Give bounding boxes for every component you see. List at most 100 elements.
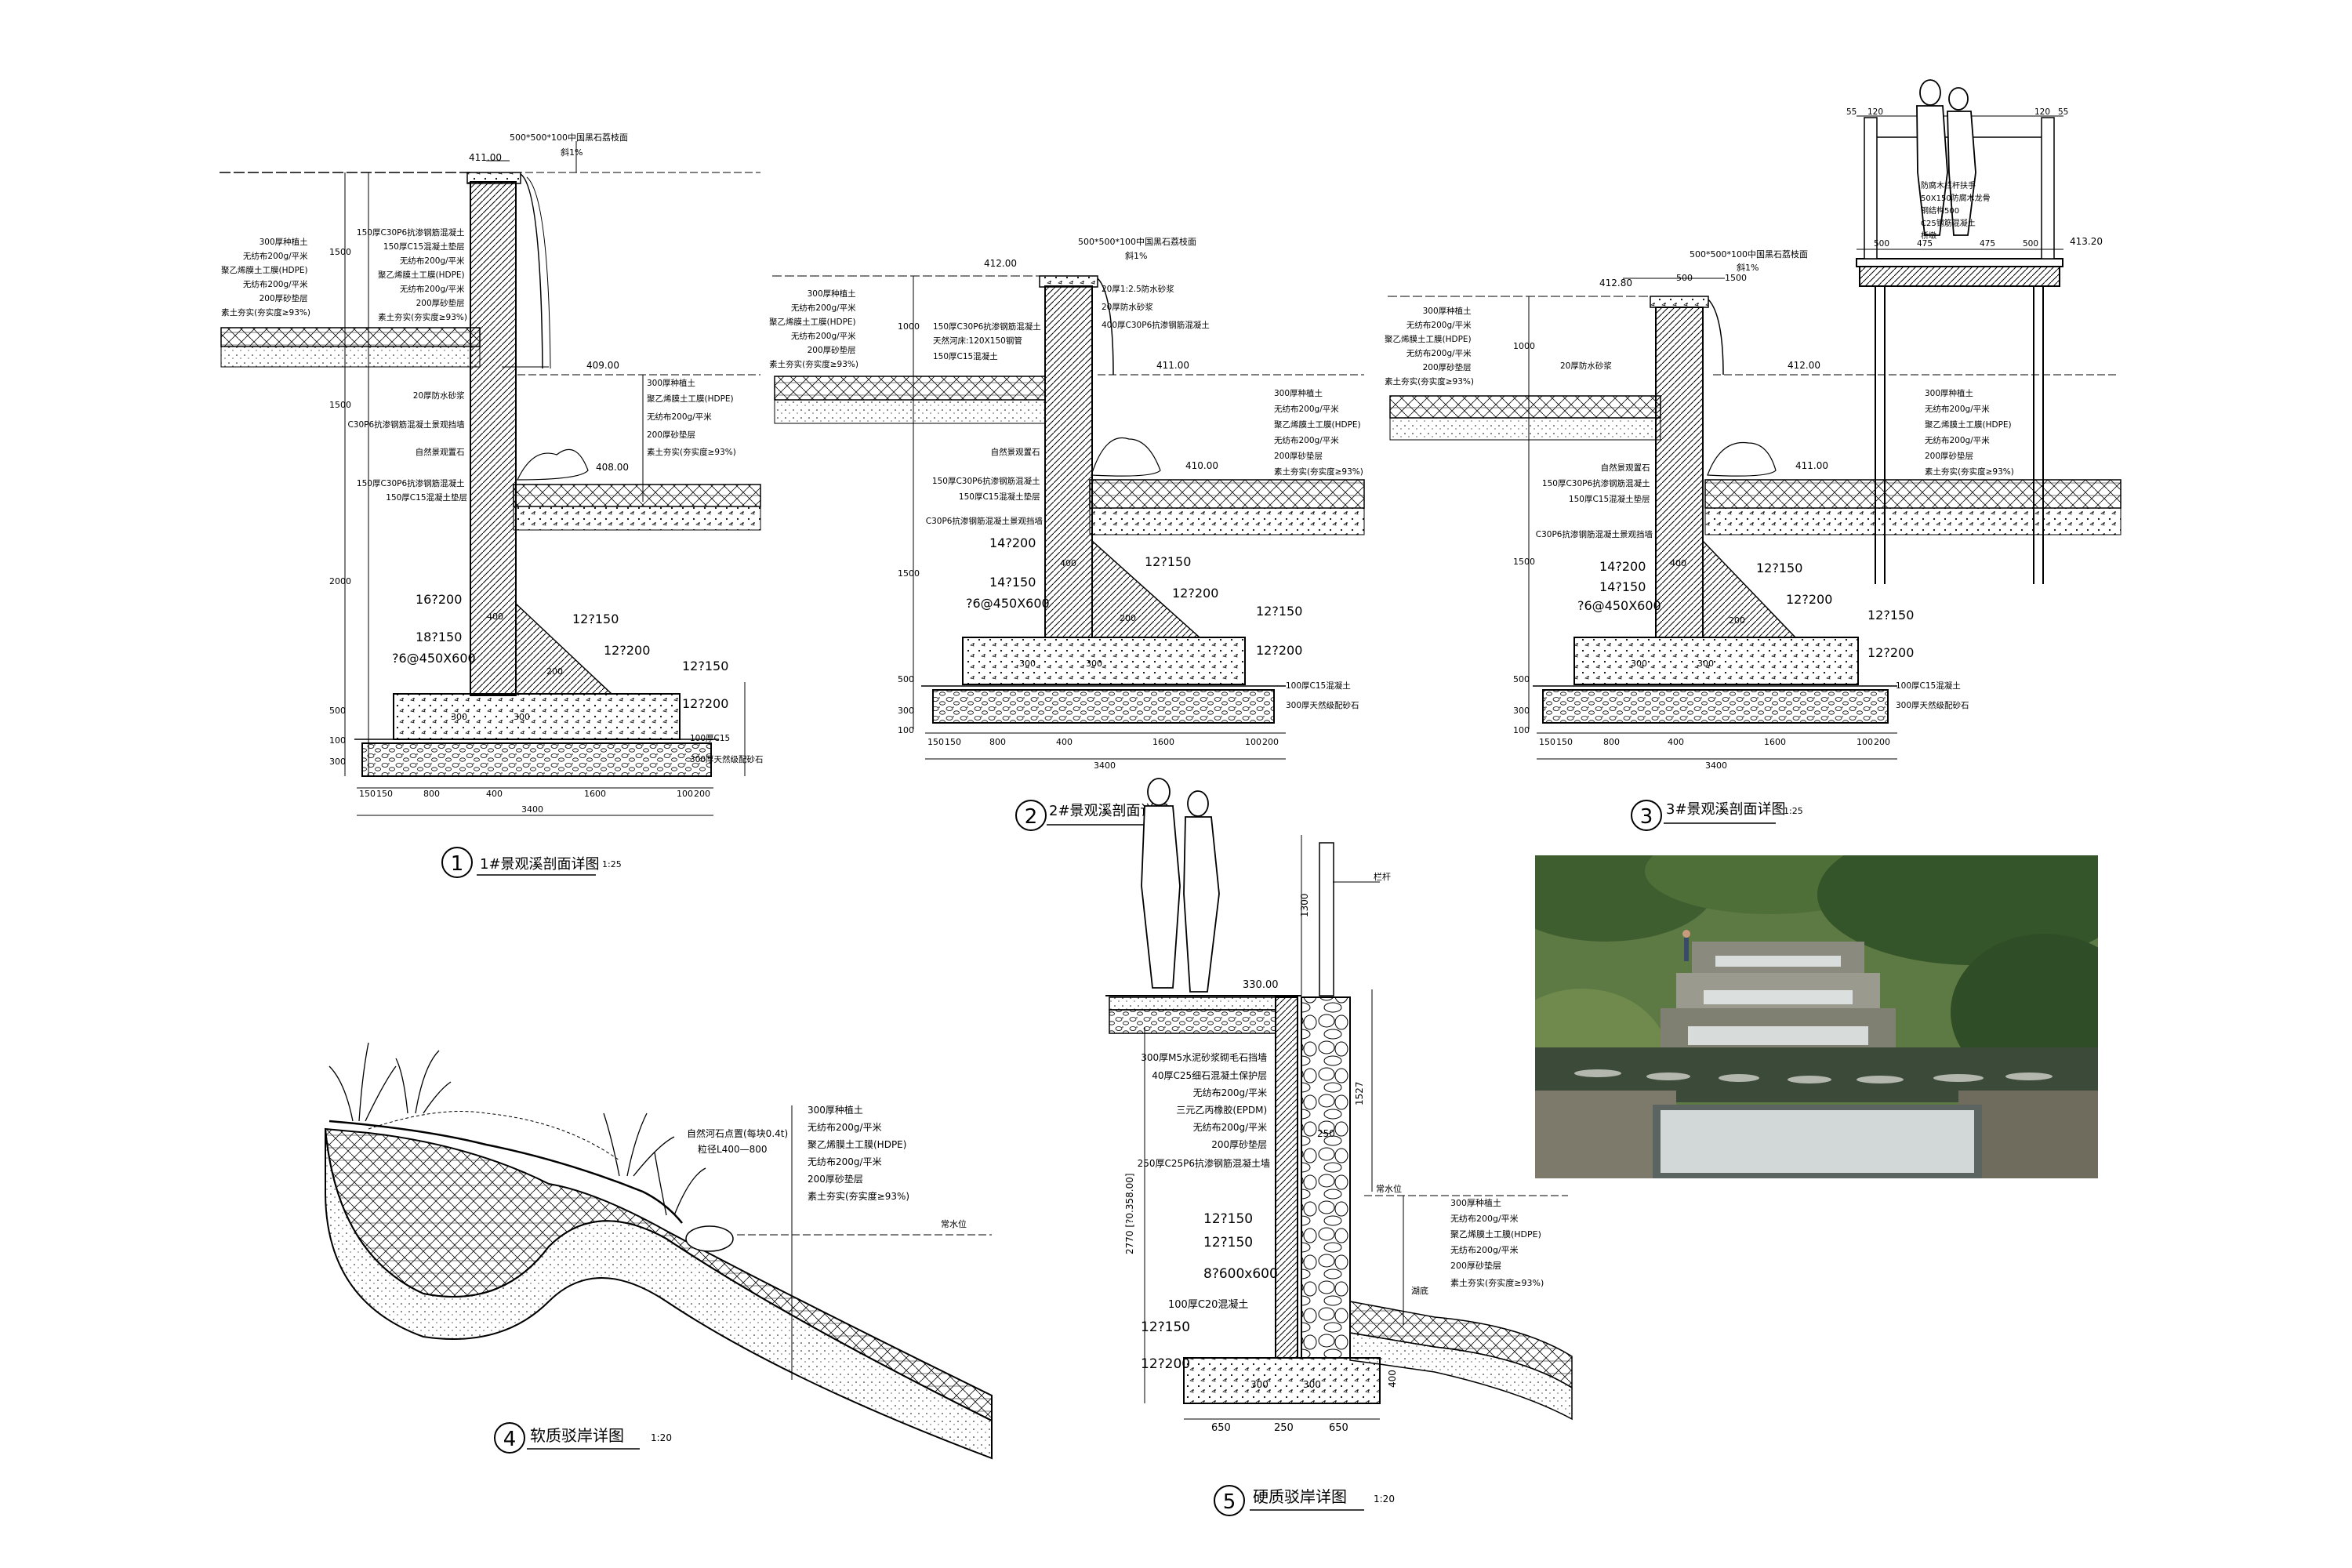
d2-base-notes: 100厚C15混凝土 300厚天然级配砂石 [1286, 681, 1359, 710]
d5-rail-height: 1300 [1299, 893, 1310, 917]
footbridge [1856, 79, 2063, 584]
d1-dim-200: 200 [546, 666, 563, 677]
d5-bottom: 湖底 [1411, 1285, 1428, 1296]
d3-title: 3#景观溪剖面详图 [1666, 801, 1786, 818]
d3-dim-h: 150 150 800 400 1600 100 200 [1539, 737, 1890, 747]
d1-dim-v: 1500 1500 2000 500 100 300 [329, 247, 354, 767]
d1-left-layers: 300厚种植土 无纺布200g/平米 聚乙烯膜土工膜(HDPE) 无纺布200g… [221, 237, 310, 318]
d3-dim-top-a: 500 [1676, 273, 1693, 283]
d5-title-scale: 1:20 [1374, 1494, 1395, 1504]
d2-rebar: 14?200 14?150 ?6@450X600 12?150 12?200 1… [966, 535, 1306, 658]
d5-rail: 栏杆 [1374, 871, 1391, 882]
d3-dim-300a: 300 [1631, 659, 1647, 669]
d2-dim-300a: 300 [1019, 659, 1036, 669]
people-figure [1141, 778, 1220, 993]
d5-dim-v-2770: 2770 [?0.358.00] [1124, 1173, 1135, 1254]
d5-dim-h: 650 250 650 [1211, 1422, 1348, 1434]
d1-dim-400: 400 [487, 612, 503, 622]
d2-dim-h: 150 150 800 400 1600 100 200 [927, 737, 1279, 747]
d3-base-notes: 100厚C15混凝土 300厚天然级配砂石 [1896, 681, 1969, 710]
people-figure [1916, 79, 1976, 236]
d4-layers: 300厚种植土 无纺布200g/平米 聚乙烯膜土工膜(HDPE) 无纺布200g… [808, 1104, 909, 1202]
d3-total: 3400 [1705, 760, 1727, 771]
d2-dim-v: 1000 1500 500 300 100 [898, 321, 923, 735]
d5-dim-300a: 300 [1250, 1379, 1269, 1390]
d4-title-scale: 1:20 [651, 1432, 672, 1443]
d2-mid-notes: 自然景观置石 150厚C30P6抗渗钢筋混凝土 150厚C15混凝土垫层 C30… [926, 447, 1044, 526]
d5-title: 硬质驳岸详图 [1253, 1487, 1347, 1506]
d2-elev-water: 411.00 [1156, 360, 1189, 371]
d2-top-note: 500*500*100中国黑石荔枝面 [1078, 236, 1196, 247]
d3-right-layers: 300厚种植土 无纺布200g/平米 聚乙烯膜土工膜(HDPE) 无纺布200g… [1925, 388, 2014, 477]
d3-left-layers: 300厚种植土 无纺布200g/平米 聚乙烯膜土工膜(HDPE) 无纺布200g… [1385, 306, 1474, 387]
d1-mid-notes: 20厚防水砂浆 C30P6抗渗钢筋混凝土景观挡墙 自然景观置石 150厚C30P… [347, 390, 467, 503]
d3-bridge-dims-bot: 500 475 475 500 [1874, 239, 2038, 249]
d3-mid-notes: 自然景观置石 150厚C30P6抗渗钢筋混凝土 150厚C15混凝土垫层 C30… [1536, 463, 1653, 539]
d1-slope: 斜1% [561, 147, 583, 158]
d3-elev-water: 412.00 [1788, 360, 1820, 371]
d4-title: 软质驳岸详图 [530, 1426, 624, 1445]
d3-top-note: 500*500*100中国黑石荔枝面 [1690, 249, 1808, 260]
section-detail-2: 500*500*100中国黑石荔枝面 斜1% 412.00 411.00 410… [769, 236, 1365, 831]
d1-dim-300a: 300 [451, 712, 467, 722]
section-detail-5: 330.00 栏杆 1300 300厚M5水泥砂浆砌毛石挡墙 40厚C25细石混… [1105, 778, 1573, 1516]
d3-dim-300b: 300 [1697, 659, 1714, 669]
d1-title-scale: 1:25 [602, 859, 622, 869]
d1-title: 1#景观溪剖面详图 [480, 856, 600, 873]
section-detail-3: 500*500*100中国黑石荔枝面 斜1% 412.80 412.00 411… [1385, 79, 2122, 831]
d5-elev: 330.00 [1243, 979, 1279, 991]
d4-water: 常水位 [941, 1218, 967, 1229]
d3-bridge-dims-top: 55 120 120 55 [1846, 107, 2068, 117]
d5-dim-v-400: 400 [1387, 1370, 1398, 1388]
d2-title: 2#景观溪剖面详图 [1049, 803, 1169, 819]
plants-icon [328, 1042, 706, 1216]
reference-photo [1535, 855, 2098, 1178]
d5-rebar: 12?150 12?150 8?600x600 100厚C20混凝土 12?15… [1141, 1211, 1282, 1372]
d2-dim-200: 200 [1120, 613, 1136, 623]
d2-right-layers: 300厚种植土 无纺布200g/平米 聚乙烯膜土工膜(HDPE) 无纺布200g… [1274, 388, 1363, 477]
d3-dim-v: 1000 1500 500 300 100 [1513, 341, 1538, 735]
d3-elev-bed: 411.00 [1795, 460, 1828, 471]
d4-title-number: 4 [503, 1428, 517, 1451]
d3-bridge-notes: 防腐木栏杆扶手 50X150防腐木龙骨 钢结构500 C25钢筋混凝土 桥墩 [1921, 180, 1993, 241]
d1-title-number: 1 [451, 852, 464, 876]
d2-wall-notes: 20厚1:2.5防水砂浆 20厚防水砂浆 400厚C30P6抗渗钢筋混凝土 [1102, 284, 1210, 330]
d2-left-layers: 300厚种植土 无纺布200g/平米 聚乙烯膜土工膜(HDPE) 无纺布200g… [769, 289, 858, 369]
d2-slope: 斜1% [1125, 251, 1147, 261]
d1-elev-bed: 408.00 [596, 462, 629, 473]
d1-elev-water: 409.00 [586, 360, 619, 371]
d3-dim-top-b: 1500 [1725, 273, 1747, 283]
d1-top-note: 500*500*100中国黑石荔枝面 [510, 132, 628, 143]
d1-elev-top: 411.00 [469, 152, 502, 163]
d1-wall-layers: 150厚C30P6抗渗钢筋混凝土 150厚C15混凝土垫层 无纺布200g/平米… [357, 227, 467, 322]
d1-total: 3400 [521, 804, 543, 815]
d5-dim-250: 250 [1317, 1128, 1335, 1139]
d2-elev-top: 412.00 [984, 258, 1017, 269]
d4-stone-note: 自然河石点置(每块0.4t) [687, 1127, 788, 1139]
d1-rebar: 16?200 18?150 ?6@450X600 12?150 12?200 1… [392, 592, 732, 711]
d1-dim-h: 150 150 800 400 1600 100 200 [359, 789, 710, 799]
d2-dim-300b: 300 [1086, 659, 1102, 669]
d1-dim-300b: 300 [514, 712, 530, 722]
d2-total: 3400 [1094, 760, 1116, 771]
d5-dim-v-1527: 1527 [1354, 1081, 1365, 1105]
d3-wall-note: 20厚防水砂浆 [1560, 361, 1612, 371]
d2-elev-bed: 410.00 [1185, 460, 1218, 471]
section-detail-1: 500*500*100中国黑石荔枝面 斜1% 411.00 409.00 408… [220, 132, 764, 878]
d1-right-layers: 300厚种植土 聚乙烯膜土工膜(HDPE) 无纺布200g/平米 200厚砂垫层… [647, 378, 736, 457]
d3-dim-400: 400 [1670, 558, 1686, 568]
d3-title-scale: 1:25 [1784, 806, 1803, 816]
d3-slope: 斜1% [1737, 263, 1759, 273]
d2-title-number: 2 [1025, 805, 1038, 829]
d3-title-number: 3 [1640, 805, 1653, 829]
d2-inner-notes: 150厚C30P6抗渗钢筋混凝土 天然河床:120X150钢管 150厚C15混… [933, 321, 1044, 361]
d5-right-layers: 300厚种植土 无纺布200g/平米 聚乙烯膜土工膜(HDPE) 无纺布200g… [1450, 1197, 1544, 1288]
d3-elev-bridge: 413.20 [2070, 236, 2103, 247]
d3-elev-top: 412.80 [1599, 278, 1632, 289]
d3-dim-200: 200 [1729, 615, 1745, 626]
d2-dim-400: 400 [1060, 558, 1076, 568]
d1-base-notes: 100厚C15 300厚天然级配砂石 [690, 734, 764, 764]
cascade-photo-image [1535, 855, 2098, 1178]
section-detail-4: 自然河石点置(每块0.4t) 粒径L400—800 300厚种植土 无纺布200… [324, 1042, 993, 1460]
